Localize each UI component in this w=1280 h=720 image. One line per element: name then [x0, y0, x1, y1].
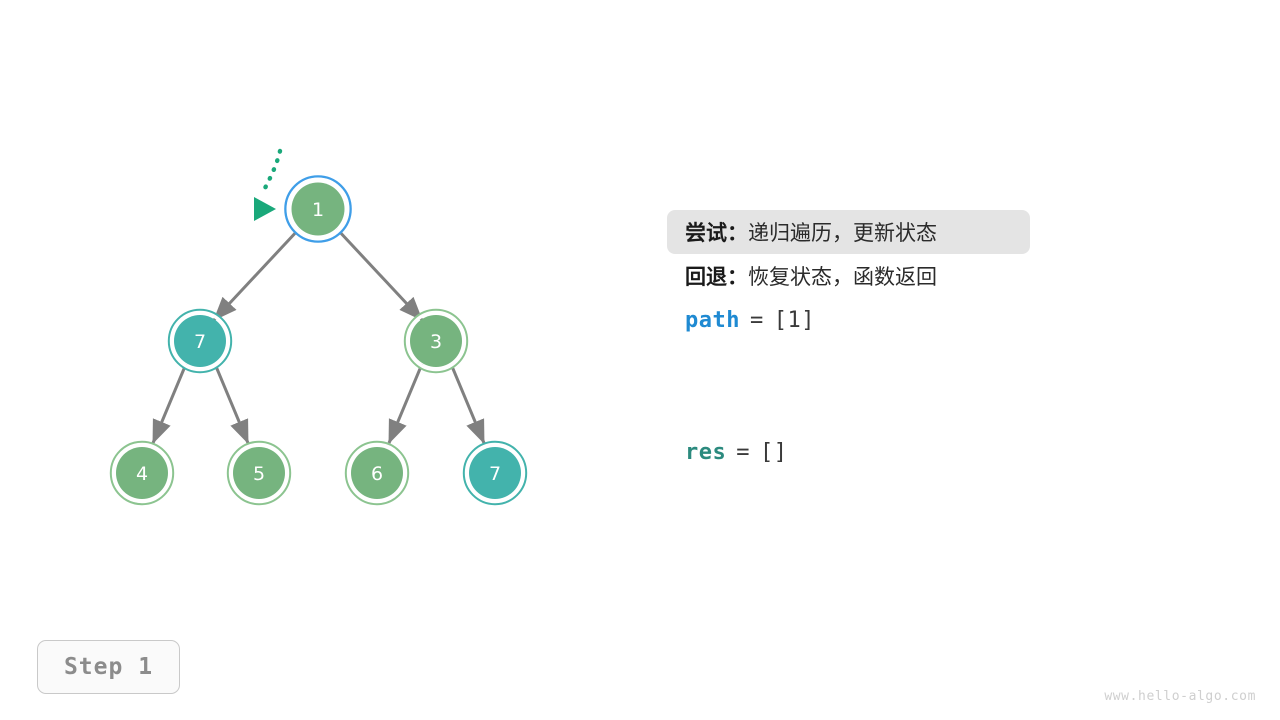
- path-variable-value: [1]: [773, 307, 815, 333]
- node-7-left-ring: [167, 308, 233, 374]
- node-7-right-ring: [462, 440, 528, 506]
- site-watermark: www.hello-algo.com: [1104, 689, 1256, 704]
- res-variable-value: []: [760, 439, 788, 465]
- panel-spacer-1: [685, 342, 1245, 386]
- tree-diagram: 1 7 3 4: [109, 148, 528, 506]
- tree-nodes: 1 7 3 4: [109, 175, 528, 506]
- path-equals-sign: =: [749, 307, 764, 333]
- tree-node-1[interactable]: 1: [284, 175, 352, 243]
- tree-node-5[interactable]: 5: [226, 440, 292, 506]
- node-5-label: 5: [253, 463, 265, 485]
- tree-node-6[interactable]: 6: [344, 440, 410, 506]
- state-panel: 尝试：递归遍历，更新状态 回退：恢复状态，函数返回 path = [1] res…: [667, 210, 1245, 474]
- backtrack-step-text: 恢复状态，函数返回: [748, 265, 937, 289]
- node-6-ring: [344, 440, 410, 506]
- node-3-label: 3: [430, 331, 442, 353]
- node-7-right-label: 7: [489, 463, 501, 485]
- pointer-dotted-curve-icon: [259, 148, 283, 197]
- node-7-left-white-gap: [169, 310, 231, 372]
- tree-node-3[interactable]: 3: [403, 308, 469, 374]
- pointer-triangle-icon: [254, 197, 276, 221]
- edge-7-to-5: [213, 363, 250, 445]
- res-variable-line: res = []: [685, 430, 1245, 474]
- node-5-ring: [226, 440, 292, 506]
- res-equals-sign: =: [736, 439, 750, 465]
- node-6-label: 6: [371, 463, 383, 485]
- node-6-white-gap: [346, 442, 408, 504]
- backtrack-step-line: 回退：恢复状态，函数返回: [685, 254, 1245, 298]
- node-3-ring: [403, 308, 469, 374]
- node-5-circle: [233, 447, 285, 499]
- try-step-text: 递归遍历，更新状态: [748, 221, 937, 245]
- node-3-circle: [410, 315, 462, 367]
- node-4-label: 4: [136, 463, 148, 485]
- backtrack-step-label: 回退：: [685, 265, 748, 289]
- tree-svg: 1 7 3 4: [109, 148, 528, 506]
- tree-edges: [151, 227, 486, 445]
- current-node-pointer: [254, 148, 283, 221]
- panel-spacer-2: [685, 386, 1245, 430]
- try-step-label: 尝试：: [685, 221, 748, 245]
- tree-node-7-left[interactable]: 7: [167, 308, 233, 374]
- path-variable-line: path = [1]: [685, 298, 1245, 342]
- node-1-label: 1: [312, 199, 324, 221]
- tree-node-7-right[interactable]: 7: [462, 440, 528, 506]
- node-1-circle: [291, 182, 345, 236]
- node-7-right-circle: [469, 447, 521, 499]
- step-badge: Step 1: [37, 640, 180, 694]
- node-4-white-gap: [111, 442, 173, 504]
- edge-7-to-4: [151, 363, 188, 445]
- node-7-left-circle: [174, 315, 226, 367]
- node-3-white-gap: [405, 310, 467, 372]
- edge-3-to-6: [387, 363, 424, 445]
- node-4-ring: [109, 440, 175, 506]
- edge-1-to-3: [335, 227, 424, 322]
- res-variable-name: res: [685, 439, 727, 465]
- node-7-right-white-gap: [464, 442, 526, 504]
- path-variable-name: path: [685, 307, 740, 333]
- node-6-circle: [351, 447, 403, 499]
- node-7-left-label: 7: [194, 331, 206, 353]
- edge-1-to-7: [212, 227, 301, 322]
- node-5-white-gap: [228, 442, 290, 504]
- try-step-line: 尝试：递归遍历，更新状态: [667, 210, 1030, 254]
- edge-3-to-7: [449, 363, 486, 445]
- node-1-highlight-ring: [284, 175, 352, 243]
- node-1-white-gap: [286, 177, 350, 241]
- tree-node-4[interactable]: 4: [109, 440, 175, 506]
- node-4-circle: [116, 447, 168, 499]
